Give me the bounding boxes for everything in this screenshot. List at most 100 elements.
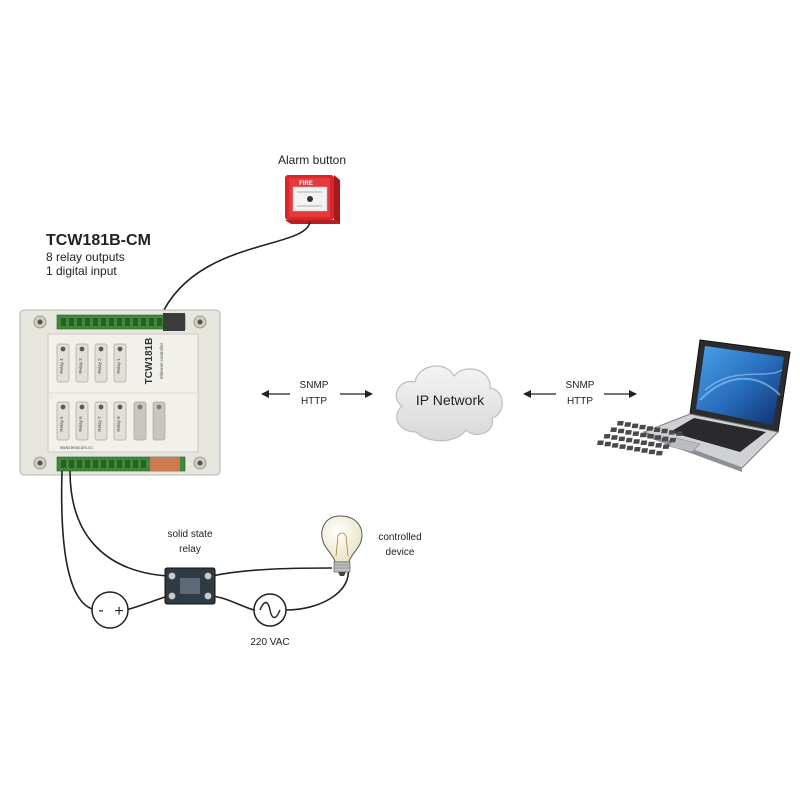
keyboard-key xyxy=(633,439,640,444)
keyboard-key xyxy=(646,426,654,431)
keyboard-key xyxy=(656,450,663,456)
relay-slot xyxy=(75,401,89,441)
relay-slot-label: Relay 5 xyxy=(59,416,64,432)
terminal-screw xyxy=(85,318,90,326)
keyboard-key xyxy=(604,441,612,447)
keyboard-key xyxy=(597,440,604,445)
relay-slot xyxy=(113,343,127,383)
dc-source xyxy=(91,591,129,629)
relay-led xyxy=(60,404,66,410)
keyboard-key xyxy=(610,427,618,432)
relay-slot xyxy=(56,401,70,441)
terminal-screw xyxy=(77,318,82,326)
keyboard-key xyxy=(631,423,639,429)
keyboard-key xyxy=(632,431,640,436)
keyboard-key xyxy=(647,434,654,439)
relay-led xyxy=(98,346,104,352)
keyboard-key xyxy=(654,435,662,440)
relay-slot-label: Relay 8 xyxy=(116,416,121,432)
keyboard-key xyxy=(603,434,611,439)
terminal-screw xyxy=(125,460,130,468)
terminal-screw xyxy=(133,318,138,326)
terminal-screw xyxy=(101,318,106,326)
relay-led xyxy=(117,346,123,352)
relay-slot-label: Relay 1 xyxy=(116,358,121,374)
keyboard-key xyxy=(625,437,633,443)
terminal-screw xyxy=(133,460,138,468)
controller-spec-input: 1 digital input xyxy=(46,264,117,278)
keyboard-key xyxy=(640,440,648,445)
keyboard-key xyxy=(668,430,676,435)
relay-slot-label: Relay 2 xyxy=(97,358,102,374)
keyboard-key xyxy=(675,431,683,436)
relay-led xyxy=(117,404,123,410)
input-led xyxy=(156,404,162,410)
keyboard-key xyxy=(626,445,634,451)
input-slot xyxy=(152,401,166,441)
controller-terminals-top xyxy=(61,318,162,326)
keyboard-key xyxy=(617,428,625,434)
cloud-icon xyxy=(395,365,503,442)
relay-slot xyxy=(56,343,70,383)
relay-slot xyxy=(94,401,108,441)
relay-slot-label: Relay 6 xyxy=(78,416,83,432)
terminal-screw xyxy=(149,318,154,326)
relay-slot xyxy=(94,343,108,383)
wiring xyxy=(60,470,349,611)
input-slot xyxy=(133,401,147,441)
keyboard-key xyxy=(611,435,618,440)
ssr-label-line2: relay xyxy=(179,544,201,555)
light-bulb-icon xyxy=(321,515,363,576)
keyboard-key xyxy=(625,430,632,435)
keyboard-key xyxy=(661,436,669,442)
left-link-protocol-http: HTTP xyxy=(301,396,327,407)
laptop-icon xyxy=(642,339,791,472)
terminal-screw xyxy=(93,318,98,326)
left-link-protocol-snmp: SNMP xyxy=(300,380,329,391)
relay-led xyxy=(98,404,104,410)
controller-website: www.teracom.cc xyxy=(60,445,94,450)
relay-slot-label: Relay 4 xyxy=(59,358,64,374)
keyboard-key xyxy=(616,421,624,426)
ssr-label-line1: solid state xyxy=(167,529,212,540)
controller-model: TCW181B-CM xyxy=(46,232,151,249)
dc-source-plus: + xyxy=(114,603,123,620)
terminal-screw xyxy=(125,318,130,326)
keyboard-key xyxy=(641,448,649,453)
terminal-screw xyxy=(101,460,106,468)
terminal-screw xyxy=(77,460,82,468)
relay-slot xyxy=(75,343,89,383)
terminal-screw xyxy=(141,318,146,326)
controller-relay-slots: Relay 4 Relay 3 Relay 2 Relay 1 Relay 5 Relay… xyxy=(56,343,166,441)
keyboard-key xyxy=(655,443,663,448)
keyboard-key xyxy=(633,447,641,452)
right-link-protocol-snmp: SNMP xyxy=(566,380,595,391)
terminal-screw xyxy=(61,460,66,468)
keyboard-key xyxy=(647,441,655,447)
keyboard-key xyxy=(639,432,647,438)
terminal-screw xyxy=(109,318,114,326)
alarm-button-icon xyxy=(285,175,340,224)
terminal-screw xyxy=(117,460,122,468)
terminal-screw xyxy=(109,460,114,468)
keyboard-key xyxy=(653,427,661,432)
cloud-label: IP Network xyxy=(416,392,485,408)
keyboard-key xyxy=(661,428,668,434)
keyboard-key xyxy=(662,444,670,449)
dc-source-minus: - xyxy=(98,602,103,619)
controller-spec-relays: 8 relay outputs xyxy=(46,250,125,264)
keyboard-key xyxy=(619,444,626,449)
controller-terminals-bottom xyxy=(61,460,146,468)
relay-slot-label: Relay 3 xyxy=(78,358,83,374)
keyboard-key xyxy=(624,422,632,427)
keyboard-key xyxy=(639,424,646,430)
device-label-line1: controlled xyxy=(378,532,421,543)
input-led xyxy=(137,404,143,410)
keyboard-key xyxy=(669,437,677,443)
keyboard-key xyxy=(648,449,656,455)
controller-device xyxy=(19,309,221,476)
alarm-fire-sign: FIRE xyxy=(299,181,313,187)
laptop-keyboard-keys xyxy=(597,421,683,456)
controller-face-subtitle: ethernet controller xyxy=(159,342,164,379)
right-link-protocol-http: HTTP xyxy=(567,396,593,407)
